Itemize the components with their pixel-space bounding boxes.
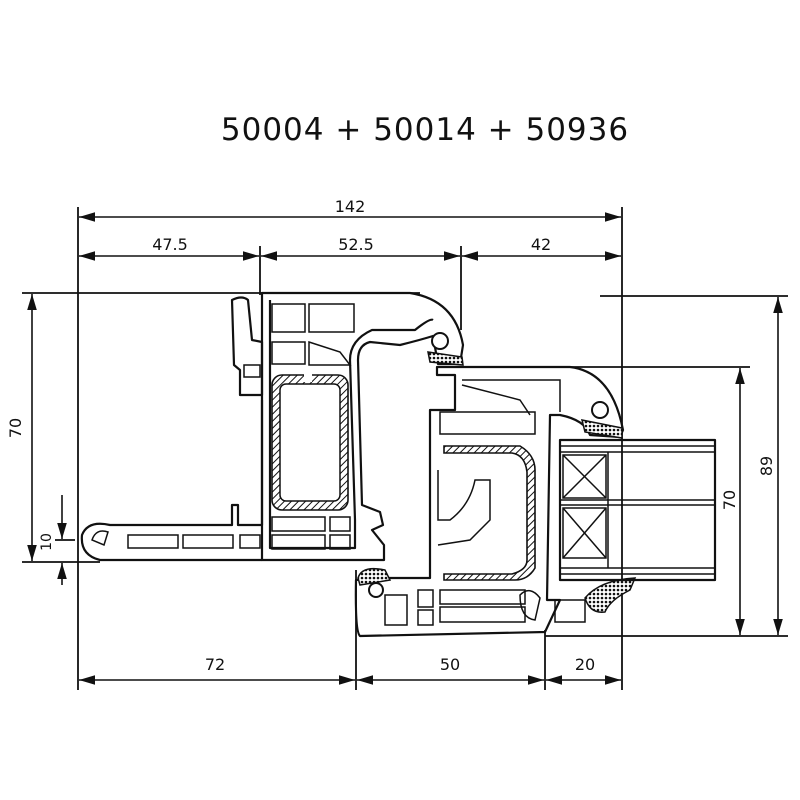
dim-label-20: 20 [575, 655, 595, 674]
dimension-top-segments: 47.5 52.5 42 [79, 235, 621, 261]
glazing-unit [558, 438, 717, 582]
dim-label-50: 50 [440, 655, 460, 674]
dimension-overall-width: 142 [79, 197, 621, 222]
dimension-left-height: 70 [6, 294, 37, 561]
dimension-bottom-segments: 72 50 20 [79, 655, 621, 685]
sash-profile [354, 365, 637, 638]
sash-top-gasket [580, 419, 623, 439]
sash-bottom-gasket [357, 567, 392, 586]
dim-label-42: 42 [531, 235, 551, 254]
frame-gasket [427, 351, 464, 366]
dim-label-left-70: 70 [6, 418, 25, 438]
sash-steel-reinforcement [443, 445, 536, 581]
glazing-gasket [584, 577, 637, 613]
extension-lines [22, 207, 788, 690]
dimension-right-heights: 70 89 [720, 297, 783, 635]
spacer-box-lower [562, 507, 607, 559]
dim-label-89: 89 [757, 456, 776, 476]
dim-label-47-5: 47.5 [152, 235, 188, 254]
dim-label-10: 10 [39, 533, 55, 551]
dim-label-52-5: 52.5 [338, 235, 374, 254]
dimension-left-sill: 10 [39, 495, 75, 585]
frame-profile [80, 291, 465, 562]
dim-label-72: 72 [205, 655, 225, 674]
spacer-box-upper [562, 454, 607, 499]
dim-label-right-70: 70 [720, 490, 739, 510]
drawing-title: 50004 + 50014 + 50936 [221, 112, 629, 148]
dim-label-142: 142 [335, 197, 366, 216]
